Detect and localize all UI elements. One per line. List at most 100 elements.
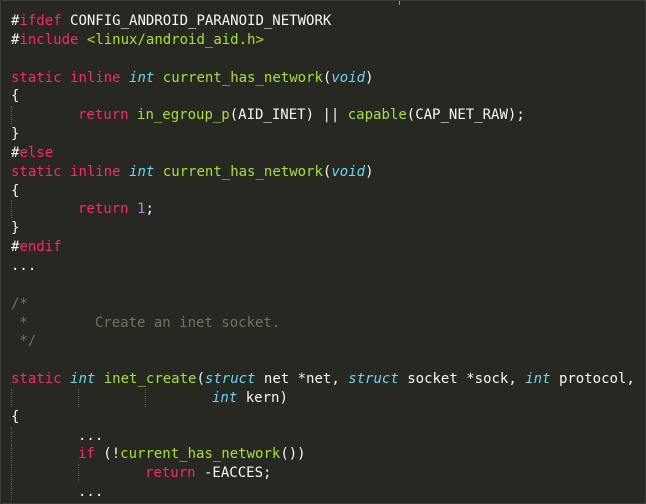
code-token: static <box>11 371 62 388</box>
code-line[interactable]: } <box>11 125 635 144</box>
code-token: return <box>78 201 129 218</box>
code-token: * <box>11 314 28 331</box>
code-token: static <box>11 163 62 180</box>
code-token: inline <box>70 163 121 180</box>
code-token: # <box>11 13 20 29</box>
code-token: int <box>212 389 238 406</box>
indent-guide <box>145 388 212 407</box>
code-token: int <box>129 69 155 86</box>
code-token <box>121 70 129 86</box>
code-token: Create an inet socket. <box>94 314 281 331</box>
code-line[interactable]: return 1; <box>11 200 635 219</box>
code-token: if <box>78 446 95 463</box>
code-token <box>62 371 70 387</box>
code-token: { <box>11 88 20 105</box>
code-token: endif <box>19 239 62 256</box>
code-token <box>154 70 162 86</box>
code-token: struct <box>348 371 399 388</box>
code-token: void <box>331 69 366 86</box>
code-token: in_egroup_p <box>137 107 230 124</box>
code-token: (AID_INET) || <box>229 107 348 124</box>
code-token: inline <box>70 69 121 86</box>
code-line[interactable]: #ifdef CONFIG_ANDROID_PARANOID_NETWORK <box>11 12 635 31</box>
code-token: ... <box>78 427 104 444</box>
code-line[interactable] <box>11 50 635 69</box>
code-area[interactable]: #ifdef CONFIG_ANDROID_PARANOID_NETWORK#i… <box>11 12 635 502</box>
code-token: return <box>145 465 196 482</box>
code-token: kern) <box>237 389 288 406</box>
code-token <box>154 164 162 180</box>
code-line[interactable]: } <box>11 219 635 238</box>
indent-guide <box>11 483 78 502</box>
code-token: ()) <box>280 446 306 463</box>
code-token: include <box>19 31 79 48</box>
code-token: return <box>78 107 129 124</box>
code-token: -EACCES; <box>195 465 272 482</box>
indent-guide <box>11 464 78 483</box>
code-token: # <box>11 144 20 161</box>
code-line[interactable]: /* <box>11 295 635 314</box>
code-line[interactable]: */ <box>11 332 635 351</box>
code-line[interactable] <box>11 276 635 295</box>
code-token: protocol, <box>550 371 635 388</box>
indent-guide <box>28 314 95 332</box>
indent-guide <box>11 388 78 407</box>
code-line[interactable]: { <box>11 182 635 201</box>
code-token: ; <box>145 201 154 218</box>
code-token: ifdef <box>19 13 62 29</box>
code-token: (! <box>94 446 121 463</box>
code-line[interactable]: { <box>11 87 635 106</box>
code-token: (CAP_NET_RAW); <box>406 107 525 124</box>
code-token <box>78 32 86 48</box>
code-token: int <box>70 371 96 388</box>
code-token: ... <box>11 257 37 274</box>
code-line[interactable]: static int inet_create(struct net *net, … <box>11 370 635 389</box>
code-line[interactable]: #else <box>11 144 635 163</box>
code-line[interactable]: static inline int current_has_network(vo… <box>11 69 635 88</box>
code-token: ( <box>322 69 332 86</box>
code-line[interactable]: if (!current_has_network()) <box>11 445 635 464</box>
code-token: else <box>19 144 54 161</box>
scroll-marker <box>399 1 400 5</box>
code-token: { <box>11 182 20 199</box>
code-token <box>95 371 103 387</box>
code-line[interactable]: { <box>11 408 635 427</box>
code-token: current_has_network <box>162 163 323 180</box>
code-token: /* <box>11 295 28 312</box>
code-line[interactable]: ... <box>11 257 635 276</box>
code-token: ( <box>196 371 205 388</box>
indent-guide <box>11 445 78 464</box>
code-line[interactable]: return in_egroup_p(AID_INET) || capable(… <box>11 106 635 125</box>
code-token: <linux/android_aid.h> <box>86 31 264 48</box>
code-token: current_has_network <box>162 69 323 86</box>
indent-guide <box>78 388 145 407</box>
code-token: socket *sock, <box>398 371 526 388</box>
code-token <box>62 70 70 86</box>
code-token: # <box>11 239 20 256</box>
code-token: capable <box>347 107 407 124</box>
code-token: ) <box>365 163 374 180</box>
code-line[interactable]: ... <box>11 426 635 446</box>
code-token: */ <box>11 333 37 350</box>
code-line[interactable]: * Create an inet socket. <box>11 314 635 333</box>
code-line[interactable]: return -EACCES; <box>11 464 635 483</box>
code-token: ( <box>322 163 332 180</box>
code-line[interactable]: ... <box>11 483 635 502</box>
indent-guide <box>11 200 78 219</box>
code-line[interactable]: static inline int current_has_network(vo… <box>11 163 635 182</box>
code-token <box>121 164 129 180</box>
indent-guide <box>11 426 78 445</box>
code-token <box>129 201 137 217</box>
code-line[interactable]: int kern) <box>11 388 635 408</box>
code-token: # <box>11 31 20 48</box>
code-token: ) <box>365 69 374 86</box>
code-token: CONFIG_ANDROID_PARANOID_NETWORK <box>61 13 332 29</box>
code-token: net *net, <box>255 371 349 388</box>
indent-guide <box>11 106 78 125</box>
code-line[interactable]: #include <linux/android_aid.h> <box>11 31 635 50</box>
code-token: int <box>129 163 155 180</box>
code-line[interactable]: #endif <box>11 238 635 257</box>
code-token: } <box>11 126 20 143</box>
code-line[interactable] <box>11 351 635 370</box>
